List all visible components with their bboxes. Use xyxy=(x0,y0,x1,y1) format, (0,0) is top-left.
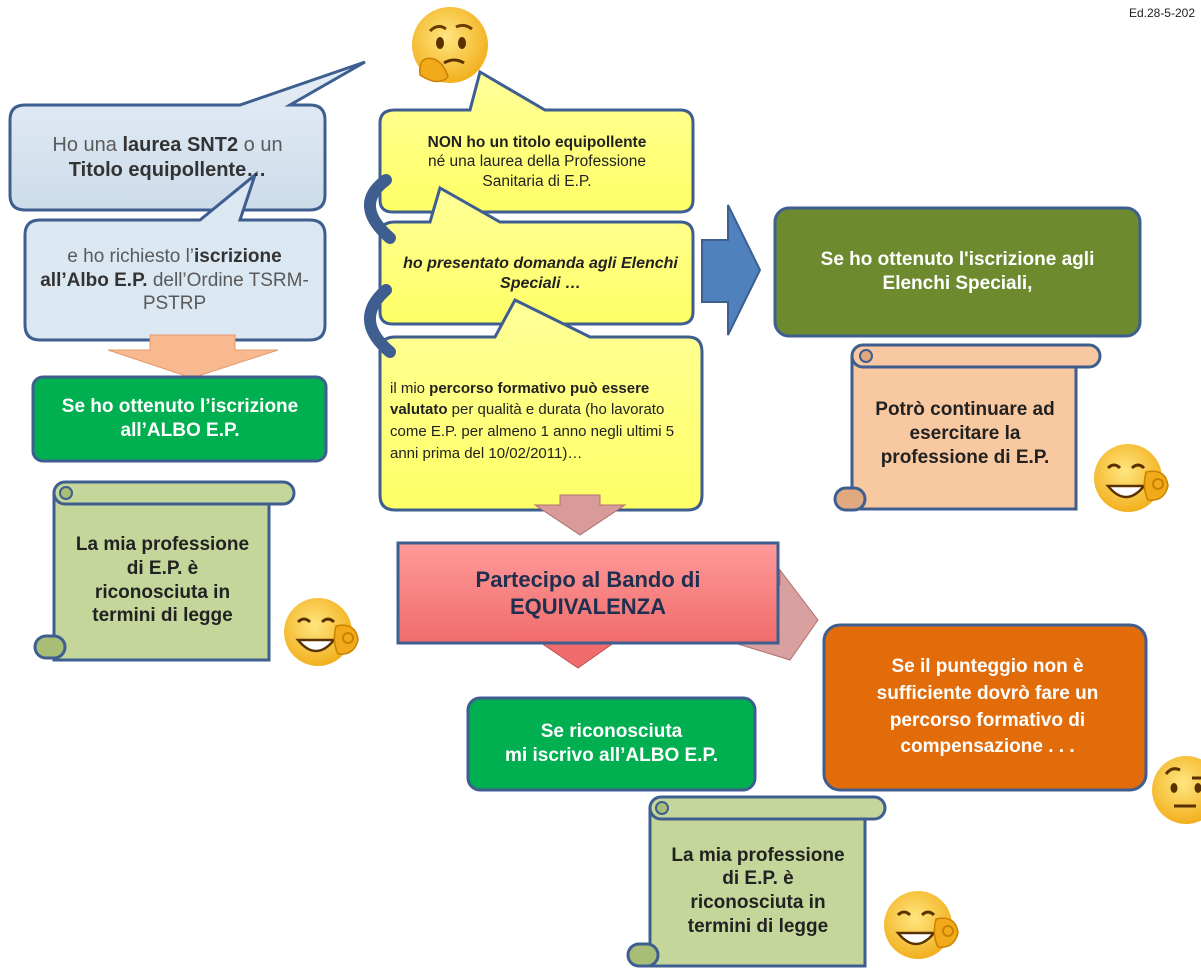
curved-connector-2 xyxy=(364,284,396,358)
left-question-bubble xyxy=(8,60,366,212)
right-result-box xyxy=(773,206,1142,338)
middle-bubble-1-text: NON ho un titolo equipollente né una lau… xyxy=(427,133,647,190)
equivalence-banner-text: Partecipo al Bando di EQUIVALENZA xyxy=(475,566,701,620)
left-scroll-text: La mia professione di E.P. è riconosciut… xyxy=(75,534,250,627)
middle-bubble-1 xyxy=(378,69,695,214)
recognized-box xyxy=(466,696,757,792)
thinking-face-icon xyxy=(412,7,488,83)
raised-eyebrow-face-icon xyxy=(1152,756,1201,824)
left-registration-bubble xyxy=(23,170,327,342)
equivalence-banner xyxy=(396,541,780,645)
middle-bubble-3-text: il mio percorso formativo può essere val… xyxy=(390,379,675,462)
left-scroll xyxy=(33,480,296,662)
bottom-scroll xyxy=(626,795,887,968)
bottom-scroll-text: La mia professione di E.P. è riconosciut… xyxy=(671,844,845,937)
left-result-text: Se ho ottenuto l’iscrizione all’ALBO E.P… xyxy=(61,396,299,441)
middle-bubble-2-text: ho presentato domanda agli Elenchi Speci… xyxy=(403,255,678,292)
right-result-text: Se ho ottenuto l'iscrizione agli Elenchi… xyxy=(820,249,1095,294)
ok-hand-face-icon xyxy=(284,598,359,666)
compensation-text: Se il punteggio non è sufficiente dovrò … xyxy=(876,656,1099,758)
right-scroll xyxy=(833,343,1102,512)
left-question-text: Ho una laurea SNT2 o un Titolo equipolle… xyxy=(52,134,283,181)
curved-connector-1 xyxy=(364,174,396,244)
left-result-box xyxy=(31,375,328,463)
left-down-arrow xyxy=(107,334,279,379)
recognized-text: Se riconosciuta mi iscrivo all’ALBO E.P. xyxy=(505,721,718,766)
left-registration-text: e ho richiesto l’iscrizione all’Albo E.P… xyxy=(40,245,309,315)
ok-hand-face-icon xyxy=(1094,444,1169,512)
right-scroll-text: Potrò continuare ad esercitare la profes… xyxy=(875,399,1055,468)
right-arrow xyxy=(701,204,762,336)
middle-down-arrow xyxy=(533,494,627,536)
compensation-box xyxy=(822,623,1148,792)
ok-hand-face-icon xyxy=(884,891,959,959)
edition-label: Ed.28-5-202 xyxy=(1128,6,1195,20)
